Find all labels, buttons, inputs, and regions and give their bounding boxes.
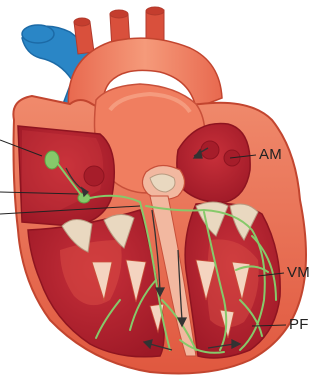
right-ventricle	[28, 210, 164, 357]
sinoatrial-node	[45, 151, 59, 169]
label-pf: PF	[289, 317, 309, 332]
label-vm: VM	[287, 265, 310, 280]
left-ventricle	[185, 203, 280, 358]
aortic-valve	[142, 165, 184, 199]
label-am: AM	[259, 147, 282, 162]
